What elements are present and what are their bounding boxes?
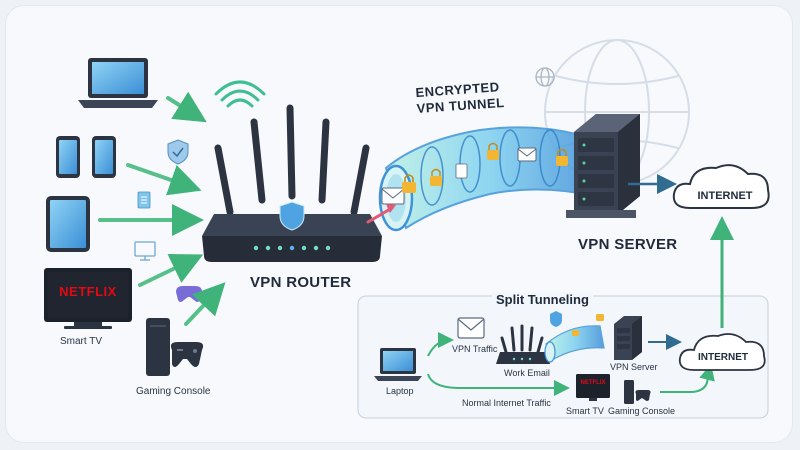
split-tunneling-title: Split Tunneling <box>492 292 593 307</box>
split-vpn-traffic-label: VPN Traffic <box>452 344 498 354</box>
split-normal-arrow <box>427 373 570 396</box>
document-icon <box>137 191 151 209</box>
split-laptop-label: Laptop <box>386 386 414 396</box>
split-smart-tv-label: Smart TV <box>566 406 604 416</box>
device-arrows <box>98 91 226 326</box>
split-tunnel <box>544 314 605 363</box>
split-internet-cloud-icon <box>678 333 766 371</box>
small-globe-icon <box>535 67 555 87</box>
lock-icon <box>556 148 568 166</box>
split-gaming-console-icon <box>624 380 651 404</box>
smartphone-icon <box>56 136 80 178</box>
internet-cloud-icon <box>672 164 770 209</box>
netflix-logo: NETFLIX <box>59 284 117 299</box>
gaming-console-label: Gaming Console <box>136 386 211 397</box>
gamepad-icon <box>176 286 202 302</box>
internet-label: INTERNET <box>697 190 753 202</box>
encrypted-tunnel <box>378 126 598 232</box>
envelope-icon <box>381 187 405 205</box>
split-gaming-console-label: Gaming Console <box>608 406 676 416</box>
vpn-server-icon <box>566 114 640 218</box>
split-console-arrow <box>660 364 715 393</box>
split-normal-traffic-label: Normal Internet Traffic <box>462 398 551 408</box>
split-vpn-arrow <box>427 332 454 357</box>
vpn-server-label: VPN SERVER <box>578 236 678 253</box>
router-to-tunnel-arrow <box>366 206 394 224</box>
split-router-icon <box>496 324 550 364</box>
split-vpn-server-label: VPN Server <box>610 362 658 372</box>
split-smart-tv-icon <box>576 374 610 401</box>
split-laptop-icon <box>374 348 422 381</box>
envelope-icon <box>517 147 537 162</box>
split-internet-label: INTERNET <box>698 352 748 363</box>
vpn-router-icon <box>202 104 382 262</box>
split-netflix-logo: NETFLIX <box>580 380 606 386</box>
document-icon <box>455 163 468 179</box>
smart-tv-label: Smart TV <box>60 336 103 347</box>
vpn-router-label: VPN ROUTER <box>250 274 352 291</box>
shield-icon <box>167 139 189 165</box>
laptop-icon <box>78 58 158 108</box>
lock-icon <box>402 174 416 193</box>
lock-icon <box>487 142 499 160</box>
tunnel-title: ENCRYPTED VPN TUNNEL <box>415 79 505 117</box>
smart-tv-icon <box>44 268 132 329</box>
smartphone-icon <box>92 136 116 178</box>
tablet-icon <box>46 196 90 252</box>
split-vpn-server-icon <box>614 316 642 360</box>
monitor-icon <box>134 241 156 261</box>
gaming-console-icon <box>146 318 204 376</box>
wifi-icon <box>214 80 266 108</box>
split-shield-icon <box>550 311 562 327</box>
split-envelope-icon <box>457 317 485 339</box>
lock-icon <box>430 168 442 186</box>
split-work-email-label: Work Email <box>504 368 550 378</box>
